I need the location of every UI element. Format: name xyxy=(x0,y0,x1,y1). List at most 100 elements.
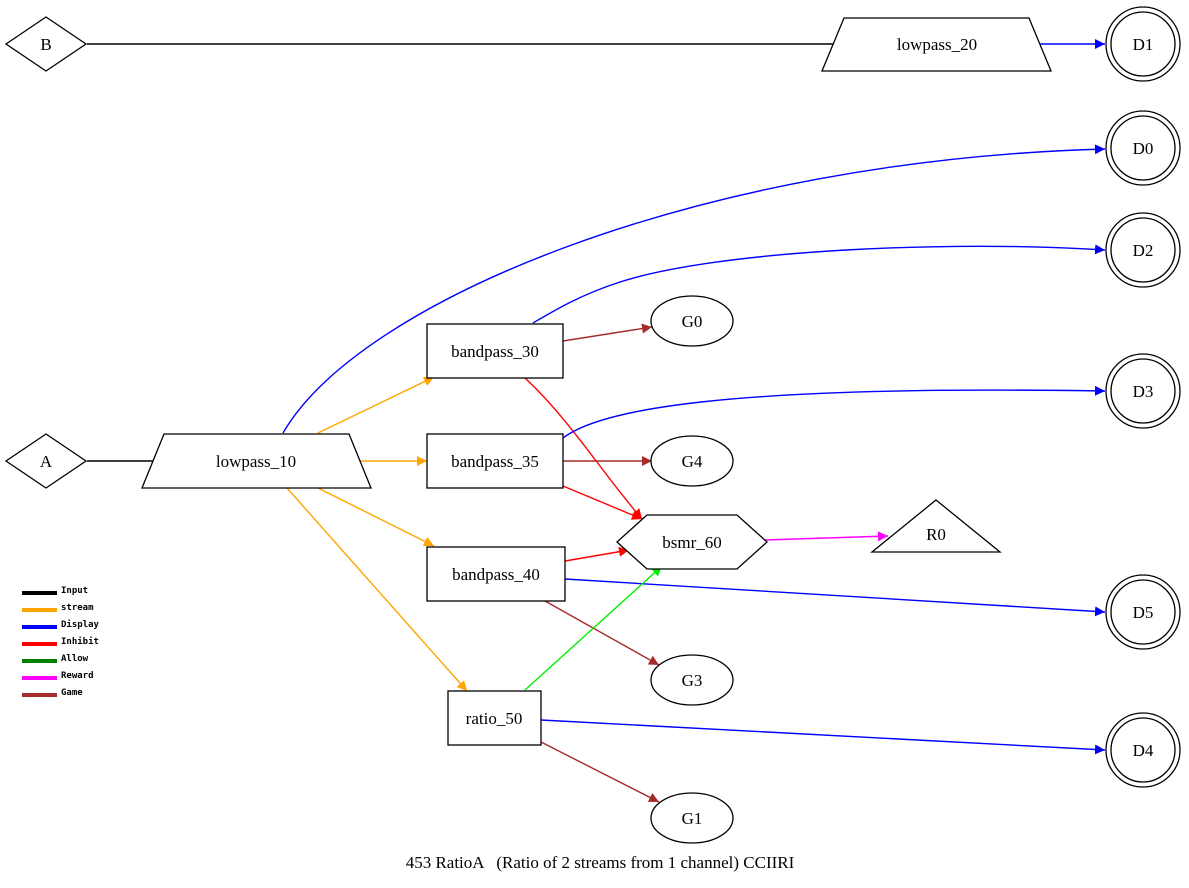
node-bandpass-40[interactable]: bandpass_40 xyxy=(426,546,566,602)
edge-ratio-50-to-bsmr-60 xyxy=(524,565,663,691)
node-d3-outer xyxy=(1105,353,1181,429)
node-g1-shape xyxy=(650,792,734,844)
edges-layer xyxy=(87,39,1106,803)
edge-bandpass-35-to-bsmr-60 xyxy=(562,485,643,520)
node-a[interactable]: A xyxy=(4,433,88,489)
edge-lowpass-10-to-ratio-50 xyxy=(286,487,468,692)
node-bandpass-30[interactable]: bandpass_30 xyxy=(426,323,564,379)
legend-label-game: Game xyxy=(61,688,83,698)
node-bsmr-60-shape xyxy=(616,514,768,570)
edge-bandpass-40-to-d5 xyxy=(564,578,1106,617)
node-d1-label: D1 xyxy=(1133,35,1154,54)
node-d5-label: D5 xyxy=(1133,603,1154,622)
node-ratio-50-label: ratio_50 xyxy=(466,709,523,728)
node-d4-inner xyxy=(1110,717,1176,783)
edge-lowpass-10-to-bandpass-30 xyxy=(317,376,435,434)
node-lowpass-20-label: lowpass_20 xyxy=(897,35,977,54)
node-b-label: B xyxy=(40,35,51,54)
node-g0-shape xyxy=(650,295,734,347)
node-g0-label: G0 xyxy=(682,312,703,331)
node-bandpass-35-shape xyxy=(426,433,564,489)
node-d3-label: D3 xyxy=(1133,382,1154,401)
node-d3-inner xyxy=(1110,358,1176,424)
diagram-caption: 453 RatioA (Ratio of 2 streams from 1 ch… xyxy=(406,853,795,872)
node-d1-inner xyxy=(1110,11,1176,77)
node-g4-shape xyxy=(650,435,734,487)
node-g4-label: G4 xyxy=(682,452,703,471)
node-d1[interactable]: D1 xyxy=(1105,6,1181,82)
node-lowpass-20[interactable]: lowpass_20 xyxy=(821,17,1052,72)
node-a-label: A xyxy=(40,452,53,471)
legend-item-display: Display xyxy=(22,619,100,630)
node-lowpass-10-label: lowpass_10 xyxy=(216,452,296,471)
node-lowpass-20-shape xyxy=(821,17,1052,72)
node-d0-inner xyxy=(1110,115,1176,181)
legend-item-game: Game xyxy=(22,688,83,698)
node-bsmr-60[interactable]: bsmr_60 xyxy=(616,514,768,570)
legend-item-reward: Reward xyxy=(22,671,94,681)
legend-label-input: Input xyxy=(61,586,88,596)
legend-item-allow: Allow xyxy=(22,654,89,664)
legend-label-stream: stream xyxy=(61,603,94,613)
node-g3-label: G3 xyxy=(682,671,703,690)
node-bandpass-30-shape xyxy=(426,323,564,379)
edge-ratio-50-to-g1 xyxy=(540,741,660,803)
node-g1[interactable]: G1 xyxy=(650,792,734,844)
node-g3-shape xyxy=(650,654,734,706)
node-d0-outer xyxy=(1105,110,1181,186)
node-d5[interactable]: D5 xyxy=(1105,574,1181,650)
node-ratio-50-shape xyxy=(447,690,542,746)
legend: Input stream Display Inhibit Allow Rewar… xyxy=(22,586,100,698)
node-d0[interactable]: D0 xyxy=(1105,110,1181,186)
edge-bandpass-30-to-g0 xyxy=(562,323,653,342)
node-r0-shape xyxy=(870,499,1002,553)
node-d5-inner xyxy=(1110,579,1176,645)
node-ratio-50[interactable]: ratio_50 xyxy=(447,690,542,746)
edge-bandpass-40-to-bsmr-60 xyxy=(564,546,630,562)
node-r0-label: R0 xyxy=(926,525,946,544)
legend-item-input: Input xyxy=(22,586,88,596)
nodes-layer: B A lowpass_20 lowpass_10 bandpass_30 ba… xyxy=(4,6,1181,844)
edge-bandpass-35-to-d3 xyxy=(562,385,1106,439)
node-a-shape xyxy=(4,433,88,489)
node-g4[interactable]: G4 xyxy=(650,435,734,487)
node-d1-outer xyxy=(1105,6,1181,82)
edge-ratio-50-to-d4 xyxy=(540,719,1106,755)
node-bandpass-40-shape xyxy=(426,546,566,602)
node-lowpass-10[interactable]: lowpass_10 xyxy=(141,433,372,489)
node-bsmr-60-label: bsmr_60 xyxy=(662,533,722,552)
node-d2-label: D2 xyxy=(1133,241,1154,260)
node-d0-label: D0 xyxy=(1133,139,1154,158)
legend-label-display: Display xyxy=(61,619,100,630)
legend-label-allow: Allow xyxy=(61,654,89,664)
legend-item-inhibit: Inhibit xyxy=(22,636,99,647)
node-bandpass-40-label: bandpass_40 xyxy=(452,565,540,584)
edge-bandpass-30-to-bsmr-60 xyxy=(524,377,643,520)
node-b[interactable]: B xyxy=(4,16,88,72)
node-b-shape xyxy=(4,16,88,72)
edge-lowpass-10-to-bandpass-40 xyxy=(317,487,435,547)
node-d5-outer xyxy=(1105,574,1181,650)
node-g0[interactable]: G0 xyxy=(650,295,734,347)
node-lowpass-10-shape xyxy=(141,433,372,489)
node-d4[interactable]: D4 xyxy=(1105,712,1181,788)
legend-label-reward: Reward xyxy=(61,671,94,681)
node-d2[interactable]: D2 xyxy=(1105,212,1181,288)
edge-lowpass-10-to-d0 xyxy=(282,144,1106,434)
legend-label-inhibit: Inhibit xyxy=(61,636,99,647)
edge-bsmr-60-to-r0 xyxy=(764,531,889,542)
node-bandpass-35[interactable]: bandpass_35 xyxy=(426,433,564,489)
node-g3[interactable]: G3 xyxy=(650,654,734,706)
legend-item-stream: stream xyxy=(22,603,94,613)
node-d4-outer xyxy=(1105,712,1181,788)
node-d2-outer xyxy=(1105,212,1181,288)
node-r0[interactable]: R0 xyxy=(870,499,1002,553)
node-d2-inner xyxy=(1110,217,1176,283)
node-bandpass-35-label: bandpass_35 xyxy=(451,452,539,471)
edge-bandpass-40-to-g3 xyxy=(544,600,660,666)
node-d3[interactable]: D3 xyxy=(1105,353,1181,429)
node-g1-label: G1 xyxy=(682,809,703,828)
node-bandpass-30-label: bandpass_30 xyxy=(451,342,539,361)
node-d4-label: D4 xyxy=(1133,741,1154,760)
